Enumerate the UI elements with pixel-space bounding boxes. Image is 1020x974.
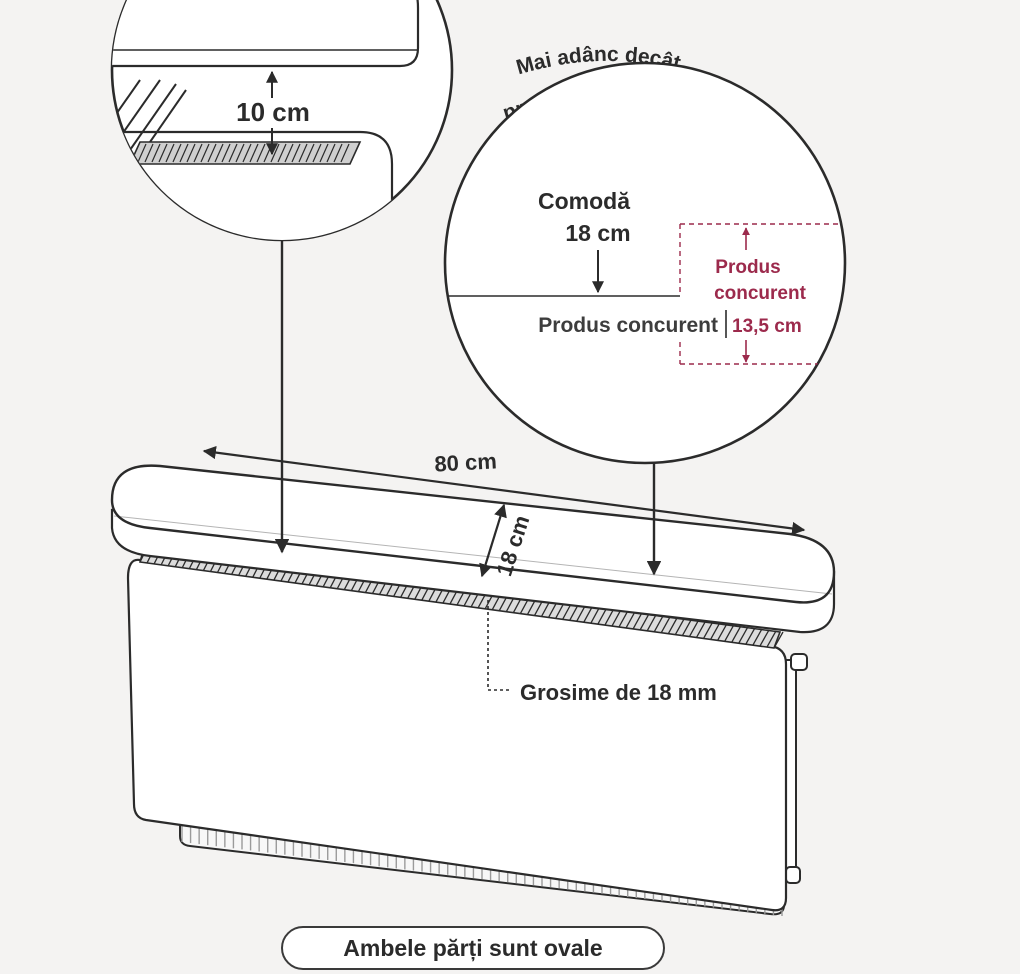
radiator-panel (126, 558, 788, 912)
depth-dimension-line (479, 503, 507, 578)
gap-label: 10 cm (236, 97, 310, 127)
pipe-knob-top (790, 653, 808, 671)
dresser-label: Comodă (538, 188, 630, 214)
competitor-depth: 13,5 cm (732, 316, 802, 337)
zoom-circle-left: 10 cm (110, 0, 454, 242)
caption-text: Ambele părți sunt ovale (343, 934, 603, 961)
width-label: 80 cm (434, 448, 498, 476)
thickness-label: Grosime de 18 mm (520, 680, 717, 705)
competitor-top-line2: concurent (714, 283, 807, 304)
side-pipe (786, 659, 797, 881)
competitor-top-line1: Produs (715, 257, 780, 278)
competitor-label: Produs concurent (538, 314, 718, 337)
dresser-depth: 18 cm (565, 220, 630, 246)
width-dimension-line (202, 446, 806, 535)
caption-badge: Ambele părți sunt ovale (281, 926, 665, 970)
zoom-circle-right: Mai adânc decât produsele concurente Com… (443, 43, 847, 465)
thickness-leader (487, 600, 510, 691)
pipe-knob-bottom (785, 866, 801, 884)
